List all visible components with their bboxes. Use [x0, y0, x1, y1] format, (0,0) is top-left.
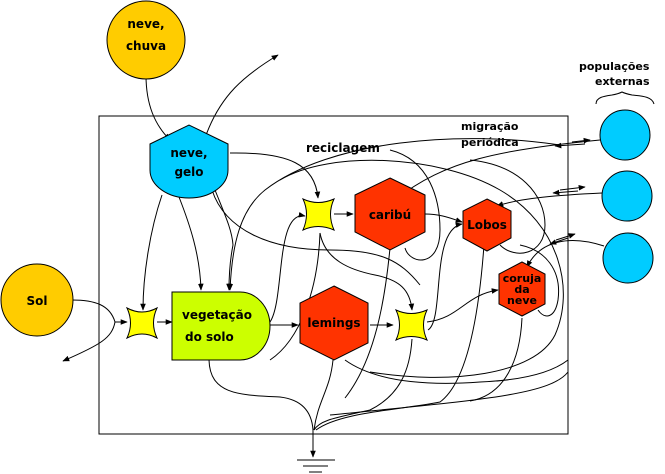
heat-sink-ground-icon	[297, 459, 335, 473]
consumer-label-line2: da	[514, 283, 529, 296]
migration-arrow-1a	[571, 137, 591, 144]
flow-veg-to-x2	[269, 212, 306, 323]
migration-arrow-1b	[554, 142, 586, 149]
flow-ext3-exchange	[526, 240, 605, 268]
consumer-hexagon	[498, 261, 546, 317]
interaction-shape	[125, 306, 159, 340]
system-boundary	[98, 115, 569, 435]
flow-caribu-loop	[389, 149, 441, 261]
storage-tank-shape	[149, 124, 229, 199]
producer-label-line1: vegetação	[182, 308, 252, 322]
external-populations	[595, 91, 655, 284]
flow-x3-to-lobos	[427, 222, 463, 331]
source-label: Sol	[27, 294, 48, 308]
flow-snow-to-x2	[229, 152, 321, 199]
interaction-shape	[394, 308, 429, 342]
flow-ext2-exchange	[496, 192, 603, 207]
producer-vegetacao: vegetação do solo	[171, 291, 271, 361]
flow-sun-reflect	[62, 321, 116, 362]
label-migracao-line2: periódica	[461, 136, 519, 149]
source-label-line2: chuva	[126, 39, 166, 53]
external-population-2	[601, 170, 653, 222]
interaction-shape	[301, 197, 336, 232]
source-neve-chuva: neve, chuva	[106, 0, 186, 80]
migration-arrow-3b	[549, 237, 569, 245]
flow-migration-ring	[279, 159, 564, 378]
flow-sun-in	[71, 299, 116, 323]
source-circle	[106, 0, 186, 80]
label-reciclagem: reciclagem	[306, 141, 380, 155]
flow-coruja-to-sink	[469, 317, 523, 402]
flow-lobos-loop	[469, 159, 546, 254]
flow-x2-down	[319, 232, 415, 311]
consumer-label: lemings	[307, 316, 360, 330]
interaction-node-3	[394, 308, 429, 342]
consumer-coruja-da-neve: coruja da neve	[498, 261, 546, 317]
flow-snow-to-veg-b2	[226, 244, 234, 291]
external-populations-brace	[595, 91, 655, 105]
source-label-line1: neve,	[127, 17, 164, 31]
storage-label-line2: gelo	[174, 165, 203, 179]
flow-lemings-arc	[344, 359, 569, 384]
consumer-hexagon	[354, 177, 426, 251]
external-population-3	[602, 232, 654, 284]
flow-veg-to-sink	[208, 359, 314, 431]
source-sol: Sol	[0, 263, 74, 337]
label-populacoes-line1: populações	[579, 60, 650, 73]
flow-ext1-exchange	[394, 139, 601, 201]
consumer-label-line1: coruja	[503, 272, 542, 285]
label-migracao-line1: migração	[461, 120, 519, 133]
consumer-caribu: caribú	[354, 177, 426, 251]
migration-arrow-3a	[555, 233, 576, 241]
flow-lobos-to-sink	[315, 244, 485, 431]
flow-lines	[62, 54, 605, 458]
interaction-node-1	[125, 306, 159, 340]
producer-shape	[171, 291, 271, 361]
flow-recycle	[227, 138, 561, 291]
migration-arrow-2b	[552, 189, 579, 196]
flow-right-to-sink	[329, 371, 569, 416]
consumer-lobos: Lobos	[462, 198, 512, 252]
external-population-1	[599, 109, 651, 161]
source-circle	[0, 263, 74, 337]
producer-label-line2: do solo	[185, 330, 234, 344]
interaction-node-2	[301, 197, 336, 232]
migration-arrow-2a	[559, 184, 586, 191]
flow-caribu-to-lobos	[424, 213, 463, 223]
flow-lemings-to-sink	[313, 359, 334, 431]
consumer-lemings: lemings	[299, 285, 369, 361]
consumer-label: Lobos	[467, 218, 507, 232]
flow-snow-to-veg-b	[214, 189, 234, 246]
flow-rain-to-snow	[145, 74, 171, 141]
flow-x3-to-sink	[313, 338, 413, 431]
storage-label-line1: neve,	[170, 146, 207, 160]
flow-snow-arc	[211, 189, 421, 286]
storage-neve-gelo: neve, gelo	[149, 124, 229, 199]
consumer-hexagon	[462, 198, 512, 252]
consumer-hexagon	[299, 285, 369, 361]
consumer-label: caribú	[369, 208, 411, 222]
flow-x3-to-coruja	[426, 288, 499, 323]
flow-snow-export	[204, 54, 279, 139]
label-populacoes-line2: externas	[595, 75, 650, 88]
flow-snow-to-veg-a	[178, 196, 204, 291]
flow-caribu-to-sink	[344, 247, 391, 399]
flow-snow-to-x1	[140, 194, 163, 311]
consumer-label-line3: neve	[507, 294, 537, 307]
